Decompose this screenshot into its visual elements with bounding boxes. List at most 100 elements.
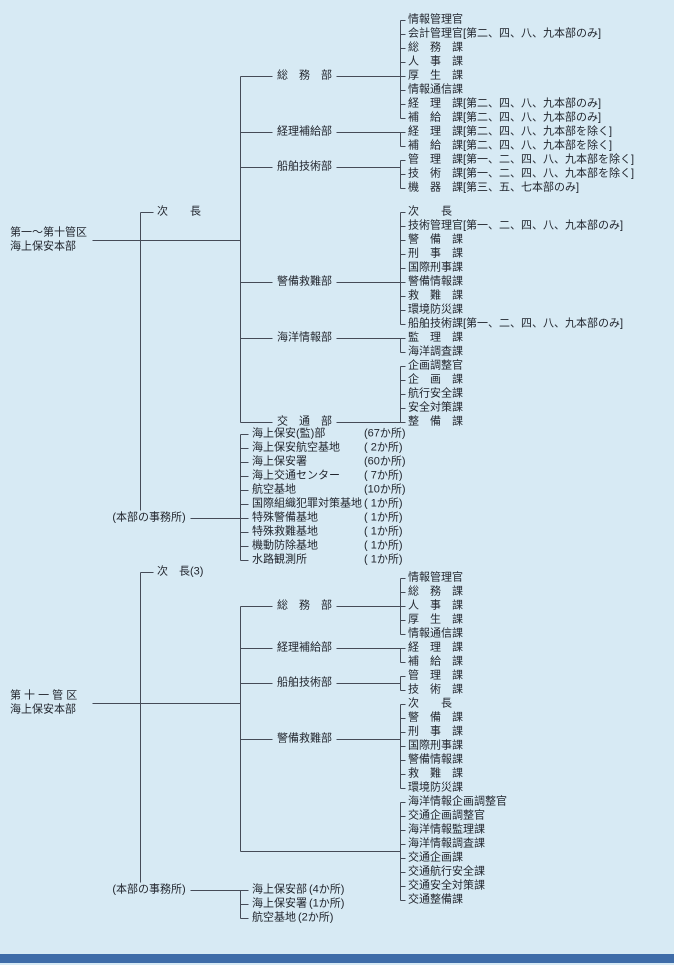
division-label: 情報通信課 <box>408 83 463 96</box>
office-name: 水路観測所 <box>252 553 307 566</box>
division-label: 厚 生 課 <box>408 69 463 82</box>
division-label: 警備情報課 <box>408 753 463 766</box>
footer-bar <box>0 954 674 963</box>
division-label: 技 術 課[第一、二、四、八、九本部を除く] <box>408 167 635 180</box>
headquarters-offices-label: (本部の事務所) <box>112 511 186 524</box>
office-count: (1か所) <box>309 897 345 910</box>
division-label: 海洋情報監理課 <box>408 823 485 836</box>
office-name: 海上保安(監)部 <box>252 427 326 440</box>
division-label: 警備情報課 <box>408 275 463 288</box>
division-label: 交通整備課 <box>408 893 463 906</box>
division-label: 経 理 課[第二、四、八、九本部を除く] <box>408 125 613 138</box>
division-label: 総 務 課 <box>408 585 463 598</box>
department-label: 海洋情報部 <box>277 331 332 344</box>
department-label: 警備救難部 <box>277 275 332 288</box>
office-name: 海上保安署 <box>252 897 307 910</box>
division-label: 救 難 課 <box>408 289 463 302</box>
division-label: 厚 生 課 <box>408 613 463 626</box>
division-label: 安全対策課 <box>408 401 463 414</box>
division-label: 機 器 課[第三、五、七本部のみ] <box>408 181 580 194</box>
division-label: 人 事 課 <box>408 599 463 612</box>
division-label: 環境防災課 <box>408 781 463 794</box>
office-name: 海上保安署 <box>252 455 307 468</box>
department-label: 総 務 部 <box>277 599 332 612</box>
office-count: ( 1か所) <box>364 497 403 510</box>
division-label: 交通安全対策課 <box>408 879 485 892</box>
division-label: 国際刑事課 <box>408 739 463 752</box>
headquarters-offices-label: (本部の事務所) <box>112 883 186 896</box>
division-label: 警 備 課 <box>408 711 463 724</box>
division-label: 海洋情報調査課 <box>408 837 485 850</box>
office-row: 海上保安部(4か所) <box>252 883 344 896</box>
office-count: (2か所) <box>298 911 334 924</box>
office-name: 航空基地 <box>252 483 296 496</box>
office-count: ( 1か所) <box>364 553 403 566</box>
deputy-director-label: 次 長 <box>157 205 201 218</box>
office-count: ( 7か所) <box>364 469 403 482</box>
department-label: 船舶技術部 <box>277 676 332 689</box>
division-label: 総 務 課 <box>408 41 463 54</box>
region-name-line1: 第 十 一 管 区 <box>10 689 78 702</box>
division-label: 企 画 課 <box>408 373 463 386</box>
division-label: 情報管理官 <box>408 13 463 26</box>
department-label: 経理補給部 <box>277 641 332 654</box>
division-label: 航行安全課 <box>408 387 463 400</box>
office-count: ( 1か所) <box>364 539 403 552</box>
office-count: ( 1か所) <box>364 511 403 524</box>
deputy-director-label: 次 長(3) <box>157 565 204 578</box>
division-label: 情報管理官 <box>408 571 463 584</box>
department-label: 交 通 部 <box>277 415 332 428</box>
division-label: 警 備 課 <box>408 233 463 246</box>
division-label: 企画調整官 <box>408 359 463 372</box>
division-label: 経 理 課[第二、四、八、九本部のみ] <box>408 97 602 110</box>
division-label: 交通航行安全課 <box>408 865 485 878</box>
office-count: ( 2か所) <box>364 441 403 454</box>
office-count: (60か所) <box>364 455 406 468</box>
division-label: 交通企画課 <box>408 851 463 864</box>
region-name-line2: 海上保安本部 <box>10 703 76 716</box>
division-label: 整 備 課 <box>408 415 463 428</box>
division-label: 技 術 課 <box>408 683 463 696</box>
division-label: 管 理 課 <box>408 669 463 682</box>
division-label: 国際刑事課 <box>408 261 463 274</box>
division-label: 補 給 課 <box>408 655 463 668</box>
division-label: 技術管理官[第一、二、四、八、九本部のみ] <box>408 219 624 232</box>
office-row: 航空基地(2か所) <box>252 911 333 924</box>
division-label: 補 給 課[第二、四、八、九本部を除く] <box>408 139 613 152</box>
office-name: 海上交通センター <box>252 469 340 482</box>
division-label: 経 理 課 <box>408 641 463 654</box>
division-label: 次 長 <box>408 205 452 218</box>
department-label: 警備救難部 <box>277 732 332 745</box>
division-label: 船舶技術課[第一、二、四、八、九本部のみ] <box>408 317 624 330</box>
office-name: 航空基地 <box>252 911 296 924</box>
division-label: 救 難 課 <box>408 767 463 780</box>
office-name: 特殊救難基地 <box>252 525 318 538</box>
office-count: ( 1か所) <box>364 525 403 538</box>
department-label: 船舶技術部 <box>277 160 332 173</box>
office-name: 国際組織犯罪対策基地 <box>252 497 362 510</box>
division-label: 会計管理官[第二、四、八、九本部のみ] <box>408 27 602 40</box>
region-name-line1: 第一〜第十管区 <box>10 226 87 239</box>
region-name-line2: 海上保安本部 <box>10 240 76 253</box>
division-label: 海洋情報企画調整官 <box>408 795 507 808</box>
division-label: 情報通信課 <box>408 627 463 640</box>
office-count: (67か所) <box>364 427 406 440</box>
division-label: 次 長 <box>408 697 452 710</box>
division-label: 環境防災課 <box>408 303 463 316</box>
division-label: 刑 事 課 <box>408 725 463 738</box>
office-name: 特殊警備基地 <box>252 511 318 524</box>
division-label: 人 事 課 <box>408 55 463 68</box>
division-label: 補 給 課[第二、四、八、九本部のみ] <box>408 111 602 124</box>
division-label: 管 理 課[第一、二、四、八、九本部を除く] <box>408 153 635 166</box>
division-label: 海洋調査課 <box>408 345 463 358</box>
division-label: 監 理 課 <box>408 331 463 344</box>
office-count: (4か所) <box>309 883 345 896</box>
department-label: 総 務 部 <box>277 69 332 82</box>
office-count: (10か所) <box>364 483 406 496</box>
division-label: 刑 事 課 <box>408 247 463 260</box>
office-name: 海上保安部 <box>252 883 307 896</box>
division-label: 交通企画調整官 <box>408 809 485 822</box>
office-name: 機動防除基地 <box>252 539 318 552</box>
